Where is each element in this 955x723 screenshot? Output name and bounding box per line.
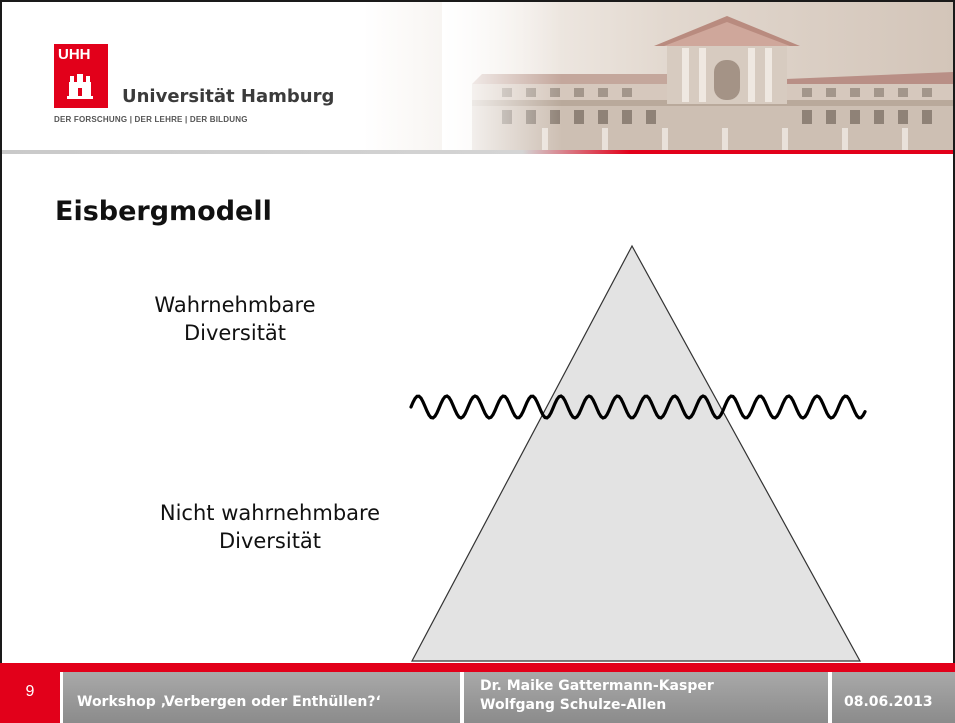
frame-right-line xyxy=(953,0,955,663)
presentation-date: 08.06.2013 xyxy=(844,694,933,710)
university-name: Universität Hamburg xyxy=(122,86,335,107)
iceberg-triangle xyxy=(411,244,862,662)
header-divider xyxy=(2,150,953,154)
slide-title: Eisbergmodell xyxy=(55,196,272,227)
visible-diversity-label-line-2: Diversität xyxy=(183,321,287,345)
page-number-box: 9 xyxy=(0,663,60,723)
footer-accent-line xyxy=(0,663,955,672)
frame-left-line xyxy=(0,0,2,663)
invisible-diversity-label-line-1: Nicht wahrnehmbare xyxy=(159,501,381,525)
header-accent-line xyxy=(522,150,953,154)
university-tagline: DER FORSCHUNG | DER LEHRE | DER BILDUNG xyxy=(54,115,248,124)
footer-workshop-bar: Workshop ‚Verbergen oder Enthüllen?‘ xyxy=(63,672,460,723)
logo-badge-text: UHH xyxy=(58,46,91,63)
hamburg-castle-icon xyxy=(67,74,93,99)
visible-diversity-label: Wahrnehmbare Diversität xyxy=(150,291,320,347)
slide-header: UHH Universität Hamburg DER FORSCHUNG | … xyxy=(2,2,953,154)
university-building-image xyxy=(442,2,953,154)
slide-footer: 9 Workshop ‚Verbergen oder Enthüllen?‘ D… xyxy=(0,663,955,723)
invisible-diversity-label: Nicht wahrnehmbare Diversität xyxy=(120,499,420,555)
footer-authors-bar: Dr. Maike Gattermann-Kasper Wolfgang Sch… xyxy=(464,672,828,723)
page-number: 9 xyxy=(25,683,35,700)
author-name-2: Wolfgang Schulze-Allen xyxy=(480,697,667,713)
workshop-title: Workshop ‚Verbergen oder Enthüllen?‘ xyxy=(77,694,381,710)
invisible-diversity-label-line-2: Diversität xyxy=(218,529,322,553)
uhh-logo-badge: UHH xyxy=(54,44,108,108)
waterline-wavy-line xyxy=(409,394,867,420)
author-name-1: Dr. Maike Gattermann-Kasper xyxy=(480,678,714,694)
footer-date-bar: 08.06.2013 xyxy=(832,672,955,723)
frame-top-line xyxy=(0,0,955,2)
visible-diversity-label-line-1: Wahrnehmbare xyxy=(154,293,316,317)
